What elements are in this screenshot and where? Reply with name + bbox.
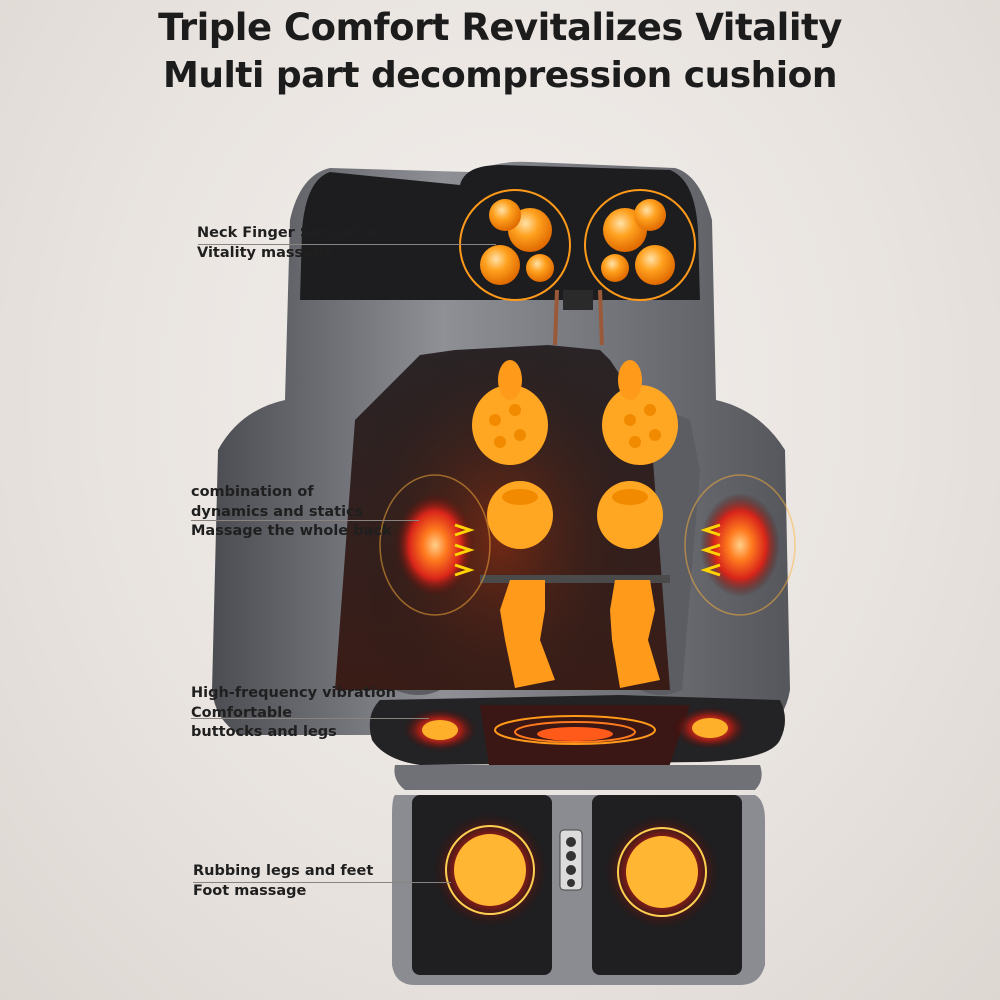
feature-foot: Rubbing legs and feet Foot massage bbox=[193, 863, 374, 899]
feature-seat: High-frequency vibration Comfortable but… bbox=[191, 685, 396, 740]
foot-roller-icon bbox=[432, 812, 720, 930]
headrest bbox=[300, 165, 700, 300]
vibration-ring-icon bbox=[402, 706, 748, 752]
leader-line-seat bbox=[191, 718, 429, 719]
leader-line-back bbox=[191, 520, 419, 521]
heat-pad-icon bbox=[379, 474, 796, 616]
headline-line-1: Triple Comfort Revitalizes Vitality bbox=[158, 6, 842, 49]
feature-neck: Neck Finger Sensation Vitality massage bbox=[197, 225, 382, 261]
neck-massage-head-icon bbox=[459, 189, 696, 346]
leader-line-neck bbox=[198, 244, 496, 245]
headline-line-2: Multi part decompression cushion bbox=[163, 55, 837, 96]
back-roller-icon bbox=[472, 360, 678, 688]
leader-line-foot bbox=[193, 882, 451, 883]
feature-back: combination of dynamics and statics Mass… bbox=[191, 484, 392, 539]
